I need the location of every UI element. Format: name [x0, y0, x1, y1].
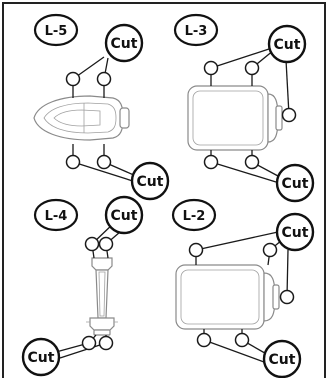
- panel-l2: L-2 Cut Cut: [171, 198, 315, 378]
- pin-l4-bottom-left: [81, 335, 97, 351]
- cut-bubble-l2-bottom: [262, 339, 302, 378]
- cut-bubble-l2-top: [275, 212, 315, 252]
- cut-bubble-l5-top: [104, 23, 144, 63]
- cut-bubble-l4-top: [104, 195, 144, 235]
- pin-l3-bottom-right: [244, 154, 260, 170]
- cut-label-l3-top: Cut: [274, 37, 301, 53]
- pin-l3-top-right: [244, 60, 260, 76]
- pin-l5-bottom-right: [96, 154, 112, 170]
- pin-l4-top-left: [84, 236, 100, 252]
- part-label-l2-bubble: [171, 198, 217, 232]
- part-l5-shape: [33, 95, 130, 141]
- pin-l3-side: [281, 107, 297, 123]
- panel-l5: L-5 Cut Cut: [33, 13, 170, 201]
- panel-l3: L-3 Cut Cut: [173, 13, 315, 203]
- part-label-l3-bubble: [173, 13, 219, 47]
- cut-label-l4-top: Cut: [111, 208, 138, 224]
- pin-l5-top-left: [65, 71, 81, 87]
- pin-l2-top-right: [262, 242, 278, 258]
- part-label-l4: L-4: [45, 209, 68, 224]
- cut-label-l3-bottom: Cut: [282, 176, 309, 192]
- pin-l2-bottom-right: [234, 332, 250, 348]
- pin-l2-top-left: [188, 242, 204, 258]
- part-l2-shape: [175, 264, 280, 330]
- cut-bubble-l4-bottom: [21, 337, 61, 377]
- part-label-l5: L-5: [45, 24, 68, 39]
- cut-label-l4-bottom: Cut: [28, 350, 55, 366]
- cut-bubble-l3-top: [267, 24, 307, 64]
- cut-bubble-l3-bottom: [275, 163, 315, 203]
- part-l3-shape: [187, 85, 283, 151]
- cut-label-l5-bottom: Cut: [137, 174, 164, 190]
- pin-l5-top-right: [96, 71, 112, 87]
- pin-l4-bottom-right: [98, 335, 114, 351]
- cut-bubble-l5-bottom: [130, 161, 170, 201]
- part-label-l2: L-2: [183, 209, 206, 224]
- pin-l2-bottom-left: [196, 332, 212, 348]
- cut-label-l2-top: Cut: [282, 225, 309, 241]
- pin-l3-top-left: [203, 60, 219, 76]
- pin-l3-bottom-left: [203, 154, 219, 170]
- part-l4-shape: [86, 257, 118, 336]
- pin-l2-side: [279, 289, 295, 305]
- cut-label-l2-bottom: Cut: [269, 352, 296, 368]
- part-label-l5-bubble: [33, 13, 79, 47]
- pin-l5-bottom-left: [65, 154, 81, 170]
- part-label-l4-bubble: [33, 198, 79, 232]
- cut-label-l5-top: Cut: [111, 36, 138, 52]
- part-label-l3: L-3: [185, 24, 208, 39]
- pin-l4-top-right: [98, 236, 114, 252]
- panel-l4: L-4 Cut Cut: [21, 195, 144, 377]
